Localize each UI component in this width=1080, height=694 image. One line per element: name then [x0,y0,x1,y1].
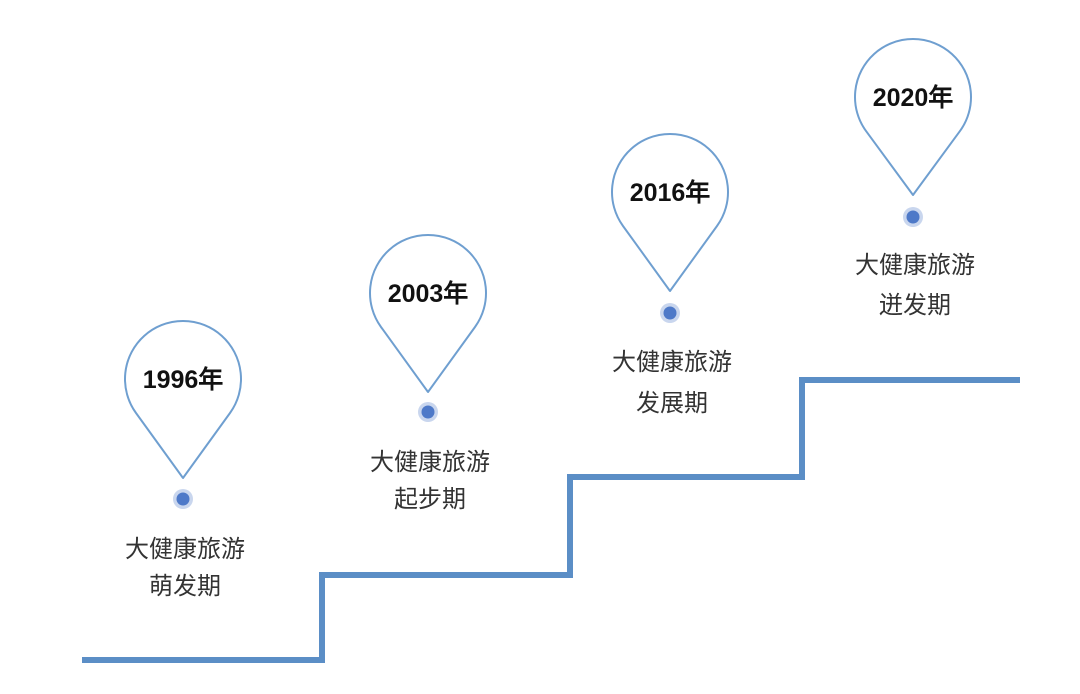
milestone-year: 2020年 [873,83,954,112]
staircase-line [82,377,1020,663]
milestone-dot [906,210,920,224]
milestone-1996: 1996年 大健康旅游 萌发期 [124,320,245,600]
milestone-dot [176,492,190,506]
milestone-label-line1: 大健康旅游 [855,251,975,279]
milestone-label-line1: 大健康旅游 [370,448,490,476]
map-pin-icon [369,234,487,393]
milestone-dot [663,306,677,320]
milestone-label-line2: 迸发期 [879,291,951,319]
milestone-2016: 2016年 大健康旅游 发展期 [611,133,732,417]
milestone-label-line2: 起步期 [394,485,466,513]
map-pin-icon [124,320,242,479]
milestone-label-line2: 发展期 [636,389,708,417]
milestone-label-line1: 大健康旅游 [125,535,245,563]
map-pin-icon [611,133,729,292]
milestone-dot [421,405,435,419]
milestone-year: 2003年 [388,279,469,308]
map-pin-icon [854,38,972,196]
milestone-2003: 2003年 大健康旅游 起步期 [369,234,490,513]
milestone-label-line1: 大健康旅游 [612,348,732,376]
milestone-year: 2016年 [630,178,711,207]
milestone-year: 1996年 [143,365,224,394]
milestone-2020: 2020年 大健康旅游 迸发期 [854,38,975,319]
milestone-label-line2: 萌发期 [149,572,221,600]
